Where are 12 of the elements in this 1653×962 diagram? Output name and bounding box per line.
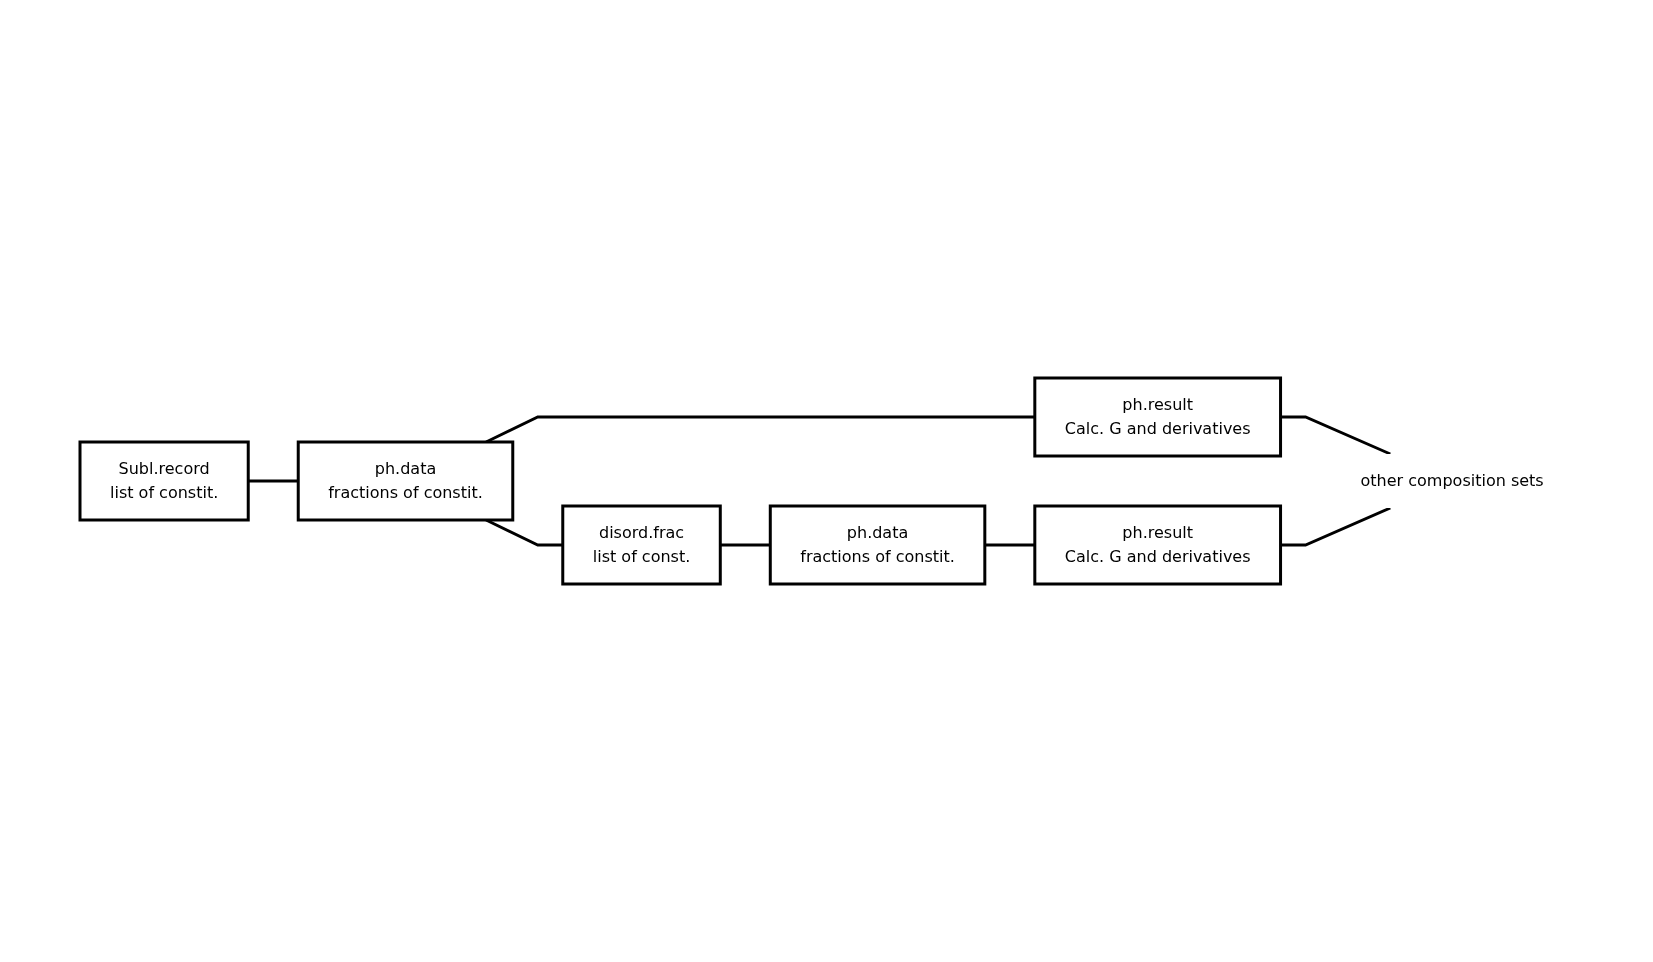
connector	[719, 543, 770, 547]
node-box: ph.result Calc. G and derivatives	[1032, 376, 1282, 458]
connector	[984, 543, 1035, 547]
connector	[247, 479, 298, 483]
connector	[1280, 415, 1391, 456]
node-box: ph.data fractions of constit.	[296, 440, 514, 522]
node-text: other composition sets	[1360, 471, 1544, 490]
node-box: Subl.record list of constit.	[78, 440, 250, 522]
connector	[1280, 506, 1391, 547]
node-box: ph.data fractions of constit.	[768, 504, 986, 586]
node-box: ph.result Calc. G and derivatives	[1032, 504, 1282, 586]
node-box: disord.frac list of const.	[560, 504, 722, 586]
